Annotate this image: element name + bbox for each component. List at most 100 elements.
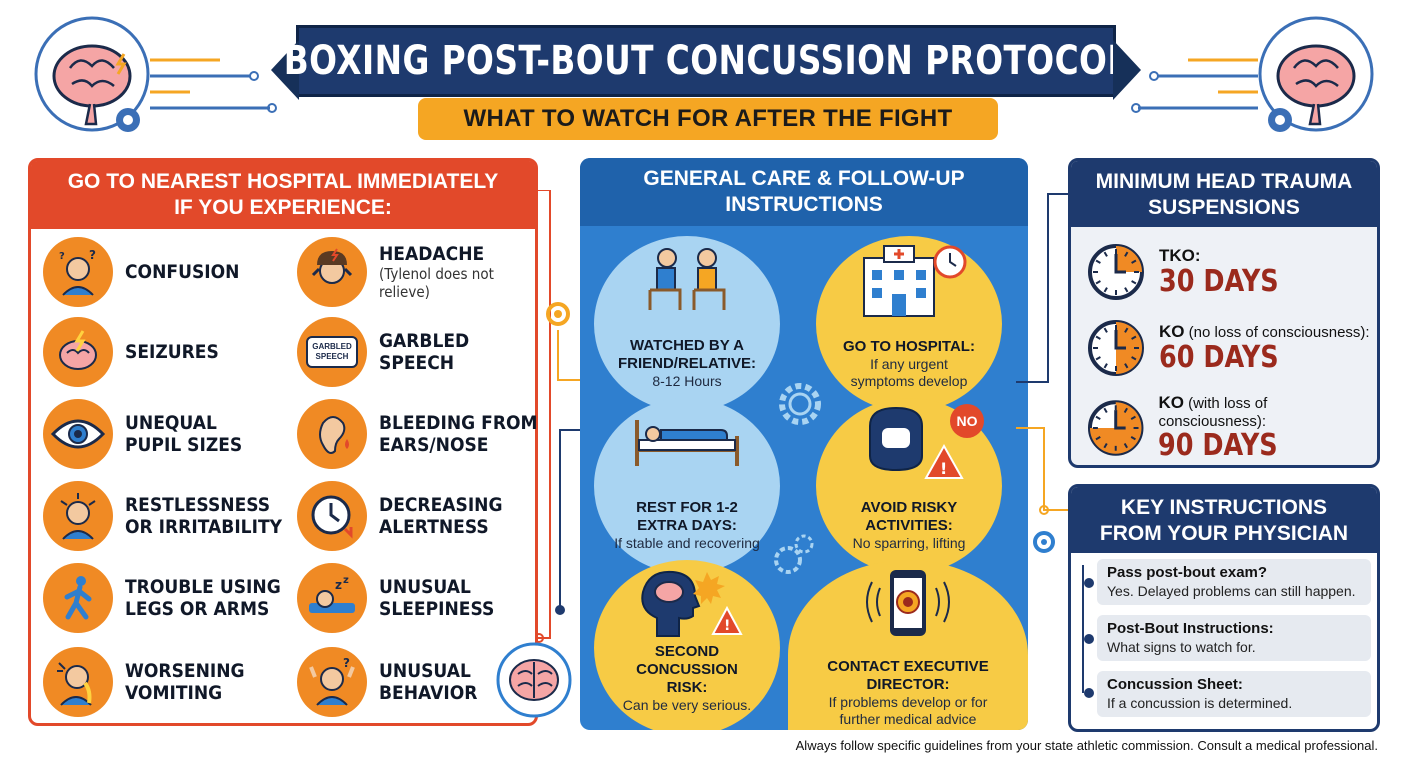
care-item-note: Can be very serious. [622, 697, 752, 713]
physician-item: Concussion Sheet: If a concussion is det… [1097, 671, 1371, 717]
clock-fill-wedge [1116, 322, 1142, 374]
suspension-label: KO [1159, 322, 1185, 341]
symptom-label: DECREASING [379, 494, 503, 516]
symptom-label: RESTLESSNESS [125, 494, 271, 516]
care-item-note: If problems develop or for further medic… [828, 694, 988, 727]
symptom-label-line2: OR IRRITABILITY [125, 516, 282, 538]
hospital-clock-icon [863, 245, 967, 317]
question-person-icon: ? [297, 647, 367, 717]
symptom-item: BLEEDING FROM EARS/NOSE [297, 399, 555, 469]
physician-item-title: Post-Bout Instructions: [1107, 620, 1274, 637]
physician-panel-header: KEY INSTRUCTIONS FROM YOUR PHYSICIAN [1071, 487, 1377, 553]
page-subtitle: WHAT TO WATCH FOR AFTER THE FIGHT [418, 98, 998, 140]
suspensions-title-line1: MINIMUM HEAD TRAUMA [1095, 170, 1353, 193]
symptom-item: ? UNUSUAL BEHAVIOR [297, 647, 488, 717]
gear-icon [774, 534, 814, 574]
suspension-item: KO (with loss of consciousness): 90 DAYS [1085, 393, 1377, 462]
svg-text:?: ? [89, 248, 96, 262]
symptom-label-line2: BEHAVIOR [379, 682, 478, 704]
physician-instructions-panel: KEY INSTRUCTIONS FROM YOUR PHYSICIAN Pas… [1068, 484, 1380, 732]
page-title: BOXING POST-BOUT CONCUSSION PROTOCOL [283, 38, 1129, 84]
symptom-label: SEIZURES [125, 341, 219, 363]
symptom-label: UNUSUAL [379, 660, 471, 682]
care-panel-title-line2: INSTRUCTIONS [725, 193, 883, 216]
symptom-item: GARBLED SPEECH GARBLED SPEECH [297, 317, 479, 387]
bullet-connector [1082, 565, 1094, 698]
connector-lines-left [536, 190, 580, 643]
care-item-note: If any urgent symptoms develop [850, 356, 968, 389]
clock-icon [1087, 399, 1144, 456]
care-item: WATCHED BY A FRIEND/RELATIVE: 8-12 Hours [594, 236, 780, 412]
eye-icon [43, 399, 113, 469]
physician-item-note: What signs to watch for. [1107, 639, 1256, 655]
general-care-panel: GENERAL CARE & FOLLOW-UP INSTRUCTIONS WA… [580, 158, 1028, 730]
svg-text:!: ! [724, 618, 730, 634]
clock-tick [1124, 287, 1129, 293]
connector-lines-right [1016, 193, 1070, 553]
symptom-label-line2: ALERTNESS [379, 516, 489, 538]
hospital-panel-title-line1: GO TO NEAREST HOSPITAL IMMEDIATELY [67, 170, 499, 193]
headgear-warning-icon: ! [869, 406, 964, 479]
symptom-item: UNEQUAL PUPIL SIZES [43, 399, 255, 469]
care-item-title: GO TO HOSPITAL: [843, 338, 975, 355]
physician-title-line1: KEY INSTRUCTIONS [1120, 496, 1328, 519]
care-item-title: WATCHED BY A FRIEND/RELATIVE: [617, 337, 757, 372]
clock-tick [1103, 287, 1108, 293]
suspension-item: TKO: 30 DAYS [1085, 241, 1300, 303]
symptom-item: TROUBLE USING LEGS OR ARMS [43, 563, 298, 633]
clock-icon [1088, 320, 1144, 376]
symptom-label: GARBLED [379, 330, 470, 352]
two-people-sitting-icon [648, 248, 726, 310]
physician-item-title: Pass post-bout exam? [1107, 564, 1268, 581]
stumbling-person-icon [43, 563, 113, 633]
clock-tick [1123, 407, 1128, 413]
clock-icon [1088, 244, 1144, 300]
svg-text:?: ? [59, 251, 65, 262]
care-item-note: 8-12 Hours [652, 373, 722, 389]
clock-fill-wedge [1116, 246, 1142, 272]
clock-tick [1103, 407, 1108, 413]
symptom-label-line2: PUPIL SIZES [125, 434, 243, 456]
symptom-item: RESTLESSNESS OR IRRITABILITY [43, 481, 299, 551]
brain-gear-decoration-right [1131, 16, 1374, 132]
svg-text:z: z [343, 575, 349, 586]
clock-tick [1131, 356, 1137, 361]
clock-tick [1124, 251, 1129, 257]
symptom-label: CONFUSION [125, 261, 240, 283]
suspension-days: 60 DAYS [1159, 340, 1279, 375]
care-item: CONTACT EXECUTIVE DIRECTOR: If problems … [788, 560, 1028, 730]
suspension-label: KO [1158, 393, 1184, 412]
clock-tick [1095, 280, 1101, 285]
symptom-item: ?? CONFUSION [43, 237, 252, 307]
bed-rest-icon [635, 420, 739, 466]
symptom-item: HEADACHE (Tylenol does not relieve) [297, 237, 519, 307]
suspensions-panel-header: MINIMUM HEAD TRAUMA SUSPENSIONS [1071, 161, 1377, 227]
phone-seal-icon [866, 570, 950, 636]
hospital-symptoms-panel: GO TO NEAREST HOSPITAL IMMEDIATELY IF YO… [28, 158, 538, 726]
clock-tick [1124, 327, 1129, 333]
clock-tick [1130, 415, 1136, 420]
vomiting-person-icon [43, 647, 113, 717]
speech-bubble: GARBLED SPEECH [306, 336, 358, 368]
symptom-item: DECREASING ALERTNESS [297, 481, 516, 551]
care-item: ! SECOND CONCUSSION RISK: Can be very se… [594, 560, 780, 730]
clock-tick [1095, 415, 1101, 420]
clock-tick [1103, 327, 1108, 333]
clock-tick [1095, 435, 1101, 440]
brain-icon [496, 642, 572, 718]
physician-item-title: Concussion Sheet: [1107, 676, 1243, 693]
care-item: ! NO AVOID RISKY ACTIVITIES: No sparring… [816, 398, 1002, 574]
title-banner: BOXING POST-BOUT CONCUSSION PROTOCOL [271, 25, 1141, 100]
clock-tick [1103, 251, 1108, 257]
clock-hands [1114, 254, 1126, 274]
physician-item-note: If a concussion is determined. [1107, 695, 1293, 711]
hospital-panel-title-line2: IF YOU EXPERIENCE: [174, 196, 392, 219]
suspensions-title-line2: SUSPENSIONS [1148, 196, 1300, 219]
clock-tick [1095, 335, 1101, 340]
ear-blood-icon [297, 399, 367, 469]
clock-tick [1124, 363, 1129, 369]
clock-hands [1114, 330, 1126, 350]
symptom-label: HEADACHE [379, 243, 485, 265]
